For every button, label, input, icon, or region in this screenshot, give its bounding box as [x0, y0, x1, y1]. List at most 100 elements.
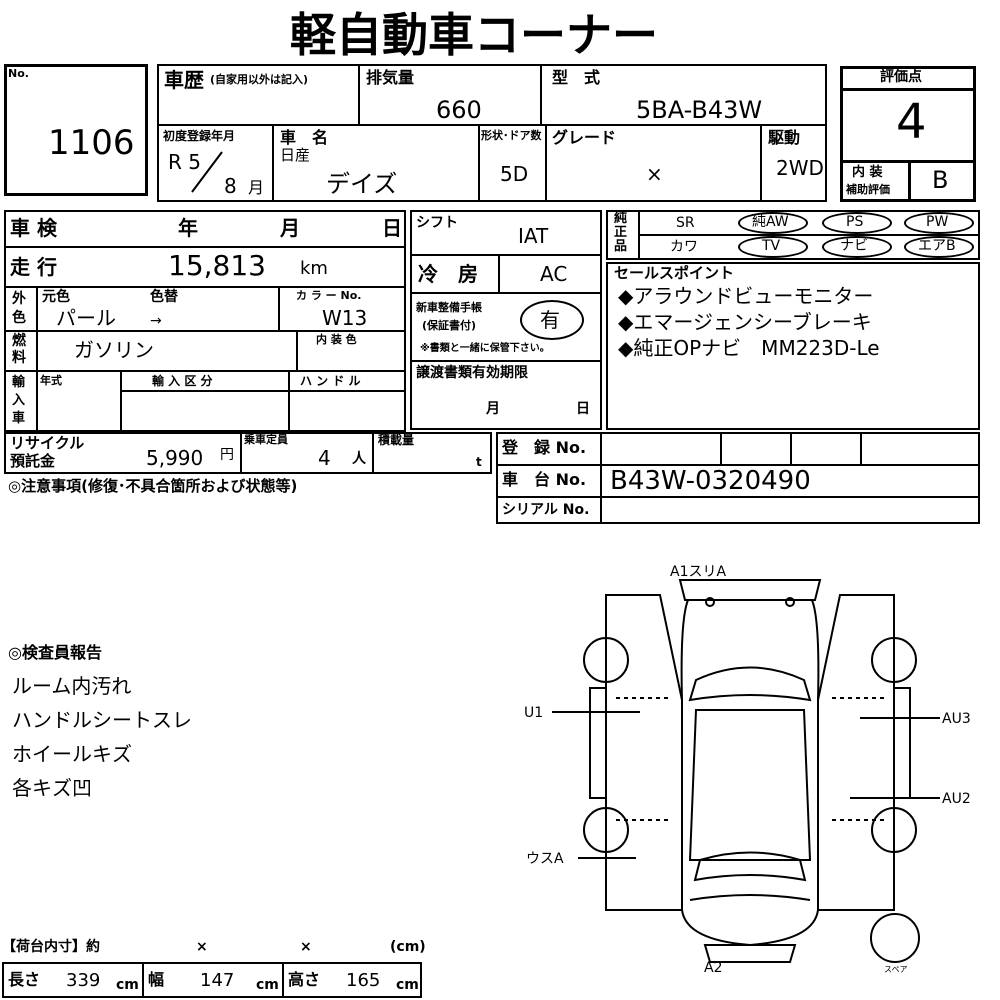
label-spare: スペア	[884, 965, 907, 974]
slash-line	[191, 151, 223, 193]
cargo-length-cm: cm	[116, 977, 139, 993]
import-label-2: 入	[12, 393, 26, 408]
original-color: パール	[56, 306, 116, 330]
doors-value: 5D	[500, 162, 529, 186]
genuine-ps: PS	[846, 214, 864, 230]
import-label-1: 輸	[12, 375, 26, 390]
inspector-label: ◎検査員報告	[8, 643, 102, 662]
cargo-width: 147	[200, 970, 235, 991]
cargo-width-cm: cm	[256, 977, 279, 993]
displacement-value: 660	[436, 96, 482, 124]
mileage-value: 15,813	[168, 249, 266, 282]
fuel-label-1: 燃	[12, 333, 26, 349]
rating-score: 4	[896, 94, 927, 150]
genuine-label-1: 純	[614, 211, 628, 226]
car-name-label: 車 名	[280, 128, 329, 147]
first-reg-label: 初度登録年月	[163, 129, 236, 143]
label-usa: ウスA	[526, 851, 564, 867]
middle-table	[410, 210, 602, 430]
cargo-x2: ×	[300, 939, 312, 955]
page-title: 軽自動車コーナー	[290, 8, 658, 62]
genuine-sr: SR	[676, 215, 695, 231]
shift-value: IAT	[518, 224, 549, 248]
sales-point-2: ◆エマージェンシーブレーキ	[618, 310, 872, 334]
label-au3: AU3	[942, 711, 971, 727]
recycle-unit: 円	[220, 447, 234, 463]
fuel-label-2: 料	[12, 350, 26, 366]
doors-label: 形状･ドア数	[481, 129, 542, 142]
label-a1: A1スリA	[670, 564, 726, 580]
genuine-leather: カワ	[670, 239, 698, 255]
genuine-airbag: エアB	[918, 238, 956, 254]
lot-box	[4, 64, 148, 196]
color-change-label: 色替	[150, 289, 178, 305]
rating-label: 評価点	[880, 69, 922, 85]
genuine-airbag-oval	[904, 236, 974, 258]
import-handle-label: ハ ン ド ル	[300, 374, 361, 388]
recycle-table	[4, 432, 492, 474]
inspector-item-4: 各キズ凹	[12, 776, 92, 800]
genuine-tv-oval	[738, 236, 808, 258]
recycle-value: 5,990	[146, 446, 204, 470]
import-class-label: 輸 入 区 分	[152, 374, 213, 388]
cargo-height-cm: cm	[396, 977, 419, 993]
genuine-ps-oval	[822, 212, 892, 234]
genuine-pw: PW	[926, 214, 949, 230]
load-label: 積載量	[378, 433, 415, 447]
model-label: 型 式	[552, 68, 601, 87]
registration-table	[496, 432, 980, 524]
genuine-label-3: 品	[614, 239, 628, 254]
sales-points-label: セールスポイント	[614, 264, 735, 282]
lot-number: 1106	[48, 123, 135, 163]
transfer-label: 譲渡書類有効期限	[416, 365, 528, 381]
warranty-oval	[520, 300, 584, 340]
cargo-table	[2, 962, 422, 998]
ac-value: AC	[540, 262, 568, 286]
transfer-day: 日	[576, 401, 590, 417]
inspection-month: 月	[280, 216, 300, 240]
cargo-height-label: 高さ	[288, 970, 321, 989]
chassis-label: 車 台 No.	[502, 470, 587, 489]
sales-point-1: ◆アラウンドビューモニター	[618, 284, 874, 308]
genuine-aw: 純AW	[752, 214, 789, 230]
sales-point-3: ◆純正OPナビ MM223D-Le	[618, 336, 880, 360]
label-u1: U1	[524, 705, 543, 721]
model-value: 5BA-B43W	[636, 96, 763, 124]
cargo-unit: (cm)	[390, 939, 426, 955]
color-code-label: カ ラ ー No.	[296, 289, 362, 302]
genuine-pw-oval	[904, 212, 974, 234]
sales-points-box	[606, 262, 980, 430]
grade-value: ×	[646, 162, 663, 186]
cargo-length: 339	[66, 970, 101, 991]
interior-label-2: 補助評価	[846, 183, 890, 196]
cargo-width-label: 幅	[148, 970, 165, 989]
inspector-item-3: ホイールキズ	[12, 742, 132, 766]
color-arrow: →	[150, 313, 162, 329]
mileage-label: 走 行	[10, 255, 57, 279]
inspector-item-2: ハンドルシートスレ	[12, 708, 192, 732]
cargo-height: 165	[346, 970, 381, 991]
warranty-note: ※書類と一緒に保管下さい。	[420, 343, 550, 354]
interior-label-1: 内 装	[852, 165, 883, 180]
label-au2: AU2	[942, 791, 971, 807]
interior-color-label: 内 装 色	[316, 333, 357, 346]
capacity-value: 4	[318, 446, 331, 470]
import-year-label: 年式	[40, 374, 62, 387]
inspector-item-1: ルーム内汚れ	[12, 674, 132, 698]
serial-label: シリアル No.	[502, 502, 590, 518]
color-outer-label-1: 外	[12, 291, 26, 307]
recycle-label-1: リサイクル	[10, 434, 85, 452]
first-reg-month: 8	[224, 174, 237, 198]
history-label: 車歴	[164, 68, 204, 92]
warranty-label-2: (保証書付)	[422, 319, 477, 332]
inspection-year: 年	[178, 216, 198, 240]
ac-label: 冷 房	[418, 262, 478, 286]
genuine-aw-oval	[738, 212, 808, 234]
import-label-3: 車	[12, 411, 26, 426]
history-note: (自家用以外は記入)	[210, 73, 309, 86]
grade-label: グレード	[552, 128, 617, 147]
inspection-day: 日	[382, 216, 402, 240]
warranty-value: 有	[540, 308, 560, 332]
inspection-label: 車 検	[10, 216, 57, 240]
original-color-label: 元色	[42, 289, 70, 305]
